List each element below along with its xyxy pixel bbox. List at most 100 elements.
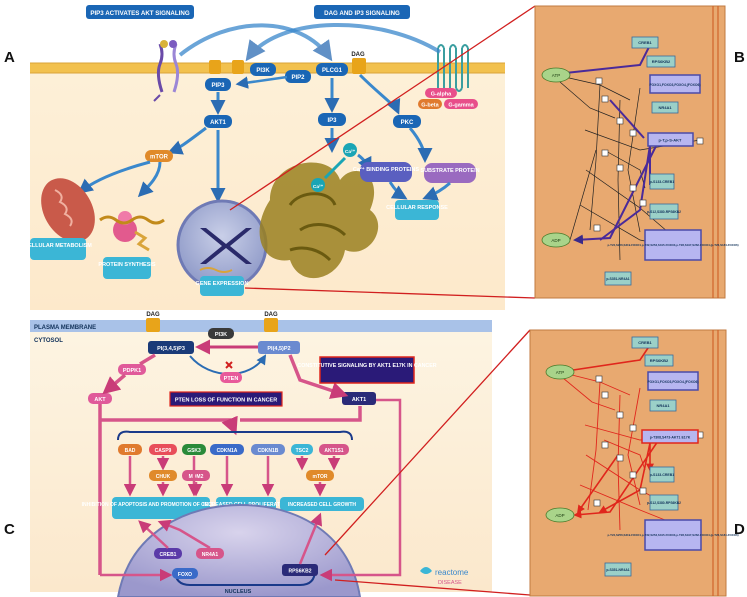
dag-label-c-1: DAG <box>146 312 160 318</box>
adp-label-d: ADP <box>555 513 564 518</box>
p-foxo-label-d: p-T24,S256,S319-FOXO1,p-T32,S253,S315-FO… <box>607 533 738 537</box>
g-beta-node <box>418 99 442 109</box>
dag-icons-c <box>146 318 278 332</box>
rps6kb2-node-c <box>282 564 318 576</box>
banner-pip3-akt <box>86 5 194 19</box>
pkc-label: PKC <box>401 120 414 126</box>
nr4a1-node-b <box>651 101 679 114</box>
reactome-brand-sub: DISEASE <box>438 580 462 586</box>
panel-b-background <box>534 5 726 299</box>
g-gamma-node <box>444 99 478 109</box>
p-creb1-node-b <box>649 173 675 190</box>
akt1-label: AKT1 <box>210 120 226 126</box>
akt1s1-label: AKT1S1 <box>324 448 343 454</box>
pi3k-label: PI3K <box>256 68 270 74</box>
pi3k-node <box>250 63 276 76</box>
connector-c-d-top <box>324 329 531 556</box>
adp-node-d <box>545 507 575 523</box>
g-alpha-label: G-alpha <box>431 92 452 98</box>
atp-node-b <box>541 67 571 83</box>
substrate-protein-label: SUBSTRATE PROTEIN <box>420 168 479 174</box>
pip3-node-c <box>148 341 194 354</box>
foxo-label-b: FOXO1,FOXO3,FOXO4,(FOXO6) <box>649 83 700 87</box>
rps6kb2-node-d <box>644 354 674 367</box>
cellular-response-box <box>395 200 439 220</box>
p-creb1-node-d <box>649 466 675 483</box>
adp-node-b <box>541 232 571 248</box>
akt1-node-c <box>342 392 376 405</box>
tsc2-label: TSC2 <box>296 448 309 454</box>
rps6kb2-label-d: RPS6KB2 <box>650 358 669 363</box>
pi3k-label-c: PI3K <box>215 332 227 338</box>
panel-label-b: B <box>734 49 745 66</box>
pkc-node <box>393 115 421 128</box>
foxo-node-d <box>647 371 699 391</box>
atp-label-d: ATP <box>556 370 564 375</box>
akt-label-b: p-T,p-S-AKT <box>659 138 682 143</box>
ca-ion-1 <box>343 143 357 157</box>
creb1-node-b <box>631 36 659 49</box>
rps6kb2-label-c: RPS6KB2 <box>288 569 311 575</box>
foxo-label-c: FOXO <box>178 572 192 578</box>
akt-node-c <box>88 393 112 404</box>
pdpk1-label: PDPK1 <box>123 368 141 374</box>
cellular-response-label: CELLULAR RESPONSE <box>386 205 448 211</box>
panel-label-d: D <box>734 521 745 538</box>
connector-a-b-top <box>229 5 536 211</box>
panel-d: ATP ADP CREB1 RPS6KB2 FOXO1,FOXO3,FOXO4,… <box>529 329 745 597</box>
nr4a1-node-d <box>649 399 677 412</box>
creb1-node-d <box>631 336 659 349</box>
connector-a-b-bottom <box>244 287 536 299</box>
nr4a1-label-c: NR4A1 <box>202 552 219 558</box>
pip2-node-c <box>258 341 300 354</box>
mitochondrion-icon <box>41 178 95 242</box>
cdkn1a-label: CDKN1A <box>217 448 238 454</box>
p-rps6kb2-label-d: p-S12,S380-RPS6KB2 <box>647 501 681 505</box>
gsk3-label: GSK3 <box>187 448 201 454</box>
plcg1-node <box>316 63 348 76</box>
cdkn1b-label: CDKN1B <box>258 448 279 454</box>
akt1-e17k-node-d <box>641 429 699 444</box>
panel-a: PIP3 ACTIVATES AKT SIGNALING DAG AND IP3… <box>4 5 505 310</box>
banner-pip3-akt-text: PIP3 ACTIVATES AKT SIGNALING <box>90 10 190 17</box>
reactome-brand: reactome <box>435 568 469 577</box>
p-rps6kb2-node-d <box>649 494 679 511</box>
nucleus-label: NUCLEUS <box>225 589 252 595</box>
pip2-label-c: PI(4,5)P2 <box>267 346 290 352</box>
chuk-label: CHUK <box>156 474 171 480</box>
gene-expression-label: GENE EXPRESSION <box>196 281 249 287</box>
akt-label-c: AKT <box>94 397 106 403</box>
p-nr4a1-label-b: p-S351-NR4A1 <box>606 277 629 281</box>
p-rps6kb2-node-b <box>649 203 679 220</box>
constitutive-signaling-box <box>319 356 415 384</box>
inhibition-apoptosis-label: INHIBITION OF APOPTOSIS AND PROMOTION OF… <box>82 502 241 508</box>
pip3-label-c: PI(3,4,5)P3 <box>157 346 185 352</box>
ip3-label: IP3 <box>327 118 337 124</box>
dag-label: DAG <box>351 52 365 58</box>
cytosol-label: CYTOSOL <box>34 338 63 344</box>
pip3-node <box>205 78 231 91</box>
nr4a1-label-b: NR4A1 <box>658 105 672 110</box>
ca-label-1: Ca²⁺ <box>345 149 356 155</box>
ribosome-icon <box>99 211 165 252</box>
p-foxo-node-b <box>644 229 702 261</box>
pten-loss-box <box>169 391 283 407</box>
pip2-node <box>285 70 311 83</box>
p-nr4a1-node-d <box>604 562 632 577</box>
banner-dag-ip3-text: DAG AND IP3 SIGNALING <box>324 10 400 17</box>
cellular-metabolism-box <box>30 238 86 260</box>
pten-label: PTEN <box>224 376 239 382</box>
substrate-nodes-c <box>118 444 349 481</box>
rps6kb2-label-b: RPS6KB2 <box>652 59 671 64</box>
p-nr4a1-node-b <box>604 271 632 286</box>
p-creb1-label-d: p-S133-CREB1 <box>650 473 675 477</box>
mtor-label-c: mTOR <box>313 474 328 480</box>
banner-dag-ip3 <box>314 5 410 19</box>
bad-label: BAD <box>125 448 136 454</box>
panel-label-a: A <box>4 49 15 66</box>
panel-c: PLASMA MEMBRANE CYTOSOL DAG DAG PI3K PI(… <box>4 312 492 597</box>
p-nr4a1-label-d: p-S351-NR4A1 <box>606 568 629 572</box>
panel-c-membrane <box>30 320 492 332</box>
pdpk1-node <box>118 364 146 375</box>
creb1-label-c: CREB1 <box>160 552 177 558</box>
